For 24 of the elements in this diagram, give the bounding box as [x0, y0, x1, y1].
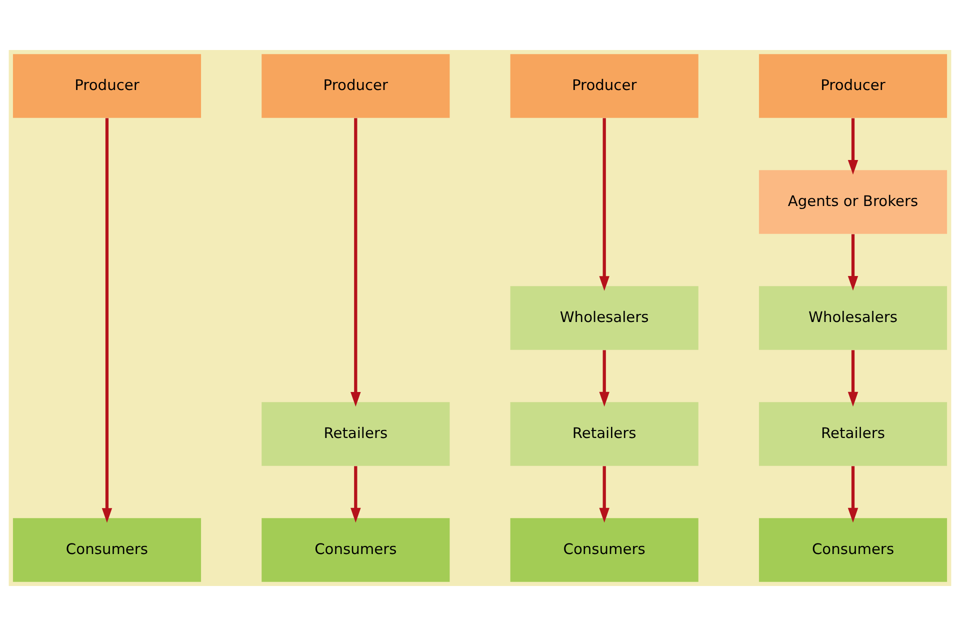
arrow — [848, 466, 858, 523]
node-box: Producer — [12, 54, 202, 118]
arrow — [102, 118, 112, 523]
arrow — [848, 118, 858, 175]
arrow — [599, 118, 610, 291]
node-box: Consumers — [758, 518, 948, 582]
node-box: Producer — [510, 54, 698, 118]
node-box: Consumers — [12, 518, 202, 582]
node-box: Consumers — [262, 518, 450, 582]
node-box: Retailers — [510, 402, 698, 466]
node-box: Producer — [758, 54, 948, 118]
node-box: Agents or Brokers — [758, 170, 948, 234]
node-box: Retailers — [758, 402, 948, 466]
node-box: Wholesalers — [758, 286, 948, 350]
node-box: Consumers — [510, 518, 698, 582]
arrow — [599, 350, 610, 407]
node-box: Producer — [262, 54, 450, 118]
arrow — [350, 118, 361, 407]
node-box: Retailers — [262, 402, 450, 466]
arrow — [848, 350, 858, 407]
arrow — [599, 466, 610, 523]
node-box: Wholesalers — [510, 286, 698, 350]
arrow — [848, 234, 858, 291]
arrow — [350, 466, 361, 523]
